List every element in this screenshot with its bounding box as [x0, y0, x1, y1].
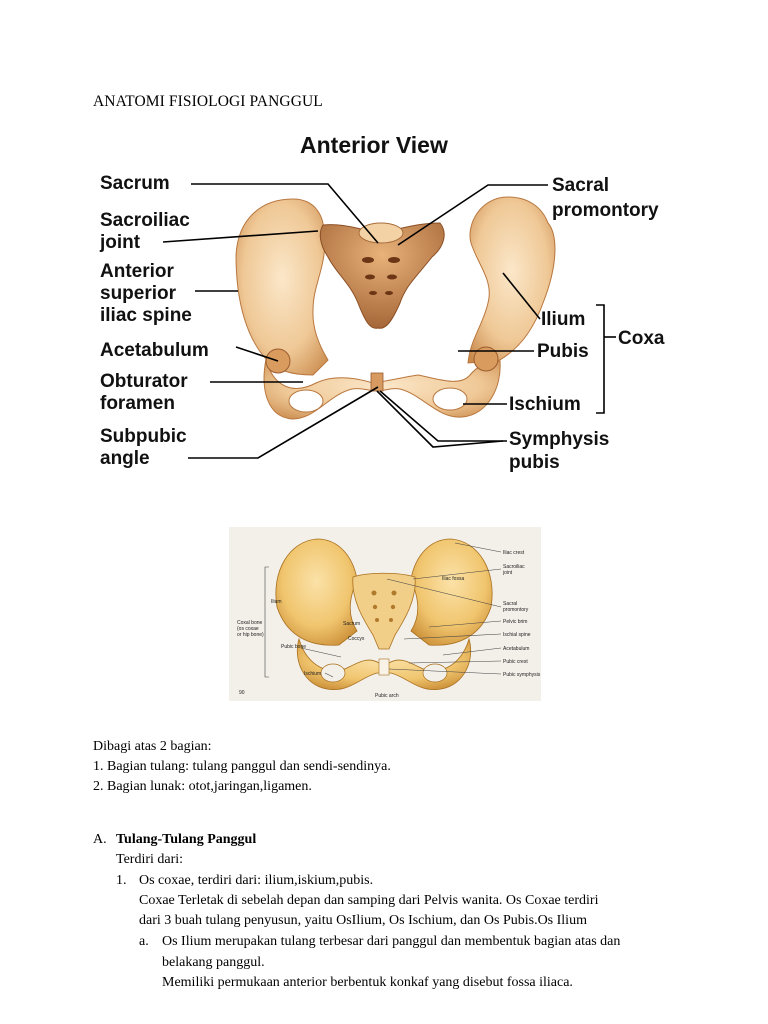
label2-pubic-symphysis: Pubic symphysis — [503, 672, 541, 678]
pelvis-illustration — [235, 196, 556, 420]
intro-text: Dibagi atas 2 bagian: — [93, 739, 212, 754]
label-asis-2: superior — [100, 283, 177, 304]
subitem-1-line3: dari 3 buah tulang penyusun, yaitu OsIli… — [139, 913, 587, 928]
label2-sacral-prom-1: Sacral — [503, 601, 517, 607]
section-a-terdiri: Terdiri dari: — [116, 852, 184, 867]
label-ilium: Ilium — [541, 309, 585, 330]
label2-coxal-1: Coxal bone — [237, 620, 263, 626]
subitem-a-marker: a. — [139, 934, 149, 949]
page-title: ANATOMI FISIOLOGI PANGGUL — [93, 93, 323, 110]
label2-pelvic-brim: Pelvic brim — [503, 619, 527, 625]
label-symphysis-2: pubis — [509, 452, 560, 473]
subitem-a-line3: Memiliki permukaan anterior berbentuk ko… — [162, 975, 573, 990]
label-coxa: Coxa — [618, 328, 665, 349]
label-subpubic-2: angle — [100, 448, 150, 469]
label-ischium: Ischium — [509, 394, 581, 415]
pelvis-detailed-figure: Coxal bone (os coxae or hip bone) Ilium … — [229, 527, 541, 701]
label-sacroiliac-2: joint — [99, 232, 141, 253]
label2-ischial-spine: Ischial spine — [503, 632, 531, 638]
label2-sacral-prom-2: promontory — [503, 607, 529, 613]
label-asis-1: Anterior — [100, 261, 175, 282]
label2-coxal-3: or hip bone) — [237, 632, 264, 638]
label2-pubic-bone: Pubic bone — [281, 644, 306, 650]
pelvis-detailed-illustration — [275, 538, 493, 691]
subitem-1-line2: Coxae Terletak di sebelah depan dan samp… — [139, 893, 599, 908]
list-item-2: 2. Bagian lunak: otot,jaringan,ligamen. — [93, 779, 312, 794]
label2-sacroiliac-1: Sacroiliac — [503, 564, 525, 570]
label2-sacrum: Sacrum — [343, 621, 360, 627]
leader-lines-2 — [300, 542, 502, 678]
label2-ischium: Ischium — [304, 671, 321, 677]
figure-heading: Anterior View — [300, 132, 448, 158]
section-a-marker: A. — [93, 832, 107, 847]
pelvis-anterior-view-figure: Anterior View Sacrum Sacroiliac joint An… — [99, 132, 665, 473]
label-subpubic-1: Subpubic — [100, 426, 187, 447]
subitem-a-text: Os Ilium merupakan tulang terbesar dari … — [162, 934, 621, 949]
label2-acetabulum: Acetabulum — [503, 646, 529, 652]
label-sacral-promontory-1: Sacral — [552, 175, 609, 196]
pelvis-detailed-svg: Coxal bone (os coxae or hip bone) Ilium … — [237, 538, 541, 699]
label-sacroiliac-1: Sacroiliac — [100, 210, 190, 231]
label-asis-3: iliac spine — [100, 305, 192, 326]
label-symphysis-1: Symphysis — [509, 429, 609, 450]
subitem-1-marker: 1. — [116, 873, 127, 888]
list-item-1: 1. Bagian tulang: tulang panggul dan sen… — [93, 759, 391, 774]
label2-iliac-fossa: Iliac fossa — [442, 576, 464, 582]
label2-coccyx: Coccyx — [348, 636, 365, 642]
label-obturator-1: Obturator — [100, 371, 188, 392]
label-sacrum: Sacrum — [100, 173, 170, 194]
label2-iliac-crest: Iliac crest — [503, 550, 525, 556]
label-acetabulum: Acetabulum — [100, 340, 209, 361]
subitem-a-line2: belakang panggul. — [162, 955, 265, 970]
label-sacral-promontory-2: promontory — [552, 200, 659, 221]
subitem-1-text: Os coxae, terdiri dari: ilium,iskium,pub… — [139, 873, 374, 888]
label2-pubic-crest: Pubic crest — [503, 659, 528, 665]
leader-lines — [162, 183, 616, 459]
label2-coxal-2: (os coxae — [237, 626, 259, 632]
label2-page-number: 90 — [239, 690, 245, 696]
section-a-title: Tulang-Tulang Panggul — [116, 832, 257, 847]
label-obturator-2: foramen — [100, 393, 175, 414]
label2-pubic-arch: Pubic arch — [375, 693, 399, 699]
label2-sacroiliac-2: joint — [502, 570, 513, 576]
label-pubis: Pubis — [537, 341, 589, 362]
label2-ilium: Ilium — [271, 599, 282, 605]
